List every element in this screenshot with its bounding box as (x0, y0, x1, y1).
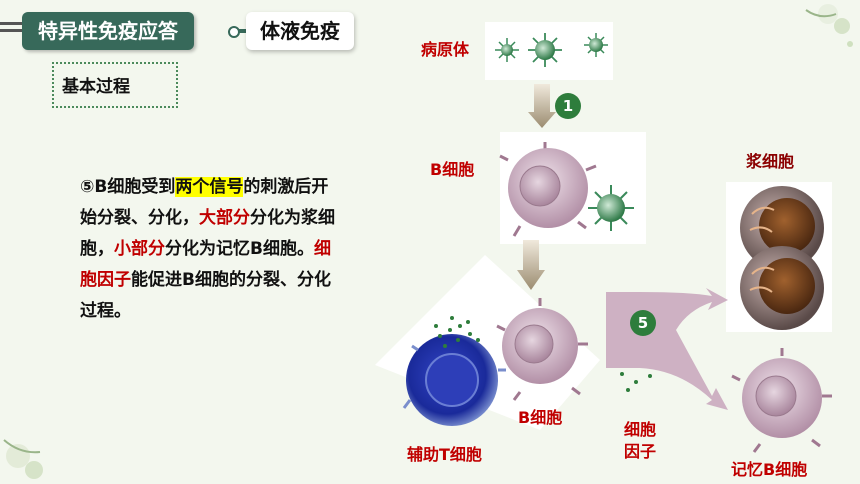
differentiation-arrow (606, 288, 728, 410)
para-text-3: 分化为浆细胞， (80, 208, 335, 259)
label-helper-t: 辅助T细胞 (407, 445, 482, 464)
step-5-badge: 5 (630, 310, 656, 336)
para-red-majority: 大部分 (199, 208, 250, 228)
memory-b-cell-icon (731, 348, 832, 453)
subheading: 基本过程 (52, 62, 178, 108)
cytokine-dots-t (434, 316, 480, 348)
section-title: 特异性免疫应答 (22, 12, 194, 50)
plasma-cell-icon-1 (740, 186, 824, 270)
menu-lines-icon (0, 22, 30, 42)
label-pathogen: 病原体 (421, 40, 470, 59)
arrow-pathogen-to-b (528, 84, 556, 128)
label-cytokine-line1: 细胞 (624, 420, 657, 439)
label-b-cell-top: B细胞 (430, 160, 475, 179)
flower-decoration-bottom-left (3, 439, 43, 479)
topic-title: 体液免疫 (246, 12, 354, 50)
pathogen-icon-1 (495, 38, 519, 62)
label-plasma-cell: 浆细胞 (746, 152, 795, 171)
cytokine-dots-arrow (620, 372, 652, 392)
arrow-b-activation (517, 240, 545, 290)
para-text-4: 分化为记忆B细胞。 (165, 239, 314, 259)
helper-t-cell-icon (402, 334, 506, 426)
para-text-5: 能促进B细胞的分裂、分化过程。 (80, 270, 331, 321)
label-cytokine-line2: 因子 (624, 442, 657, 461)
para-red-cytokine: 细胞因子 (80, 239, 331, 290)
b-cell-top-icon (499, 142, 597, 237)
step-1-badge: 1 (555, 93, 581, 119)
header-connector (228, 26, 246, 38)
b-cell-bottom-icon (496, 298, 588, 401)
para-red-minority: 小部分 (114, 239, 165, 259)
label-b-cell-bottom: B细胞 (518, 408, 563, 427)
para-text-2: 的刺激后开始分裂、分化， (80, 177, 329, 228)
label-memory-b: 记忆B细胞 (731, 460, 808, 479)
pathogen-bound-icon (588, 185, 634, 231)
para-text-1: ⑤B细胞受到 (80, 177, 176, 197)
para-highlight-signals: 两个信号 (175, 177, 244, 197)
pathogen-icon-3 (584, 33, 608, 57)
flower-decoration-top-right (805, 4, 853, 47)
pathogen-icon-2 (528, 33, 562, 67)
plasma-cell-icon-2 (740, 246, 824, 330)
description-paragraph: ⑤B细胞受到两个信号的刺激后开始分裂、分化，大部分分化为浆细胞，小部分分化为记忆… (80, 172, 342, 327)
